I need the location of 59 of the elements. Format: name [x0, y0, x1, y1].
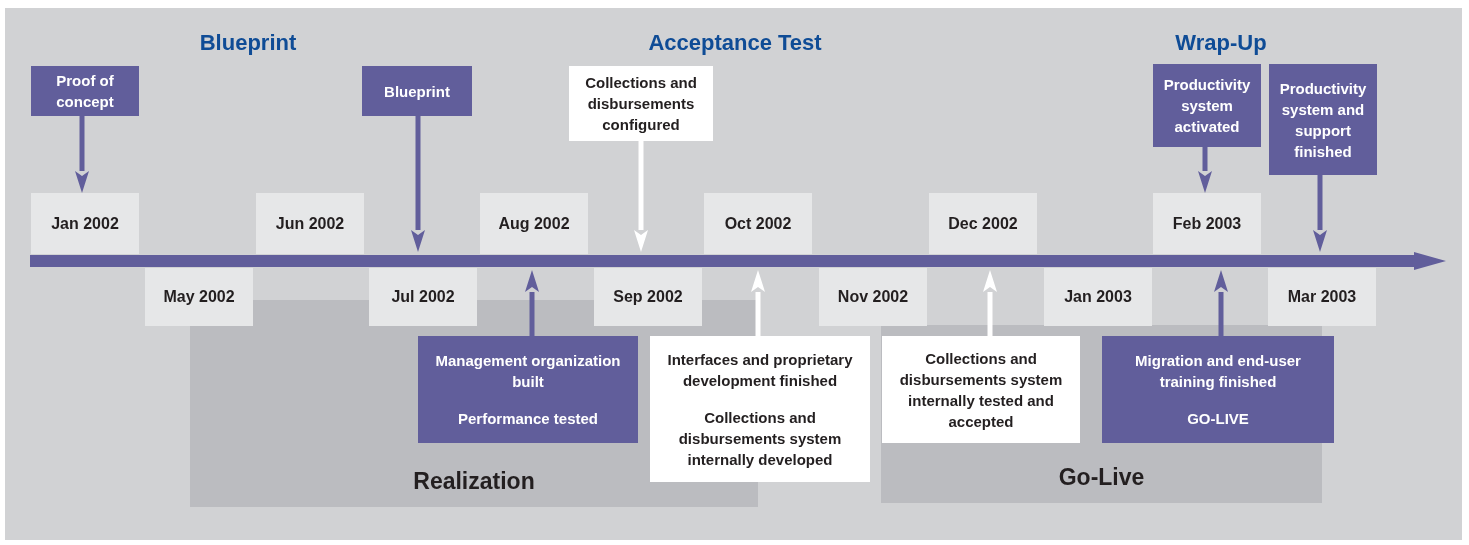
- phase-heading: Wrap-Up: [1174, 30, 1268, 56]
- milestone-text: Collections and disbursements system internally developed: [677, 407, 843, 470]
- milestone-text: Collections and disbursements configured: [584, 73, 698, 135]
- month-box: [480, 193, 588, 254]
- phase-heading: Acceptance Test: [647, 30, 823, 56]
- milestone-box: [1269, 64, 1377, 175]
- milestone-box: [882, 336, 1080, 443]
- month-label: Jul 2002: [391, 288, 455, 306]
- milestone-box: [650, 336, 870, 482]
- arrow: [75, 116, 89, 193]
- arrow: [751, 270, 765, 336]
- month-box: [1268, 268, 1376, 326]
- arrow: [411, 116, 425, 252]
- month-box: [929, 193, 1037, 254]
- milestone-text: Blueprint: [384, 81, 450, 102]
- milestone-text: Interfaces and proprietary development finished: [666, 349, 854, 391]
- arrow: [1313, 175, 1327, 252]
- milestone-box: [362, 66, 472, 116]
- month-box: [704, 193, 812, 254]
- arrow: [983, 270, 997, 336]
- month-box: [819, 268, 927, 326]
- milestone-box: [418, 336, 638, 443]
- milestone-text: Proof of concept: [55, 71, 115, 112]
- month-label: Jan 2003: [1064, 288, 1132, 306]
- month-label: Feb 2003: [1172, 214, 1242, 233]
- milestone-text: Management organization built: [434, 351, 622, 392]
- month-label: Dec 2002: [948, 214, 1018, 233]
- month-label: Sep 2002: [613, 288, 683, 306]
- phase-heading: Blueprint: [198, 30, 298, 56]
- month-box: [1153, 193, 1261, 254]
- month-box: [145, 268, 253, 326]
- milestone-box: [569, 66, 713, 141]
- milestone-text: Migration and end-user training finished: [1134, 351, 1302, 392]
- arrow: [1214, 270, 1228, 336]
- milestone-text: GO-LIVE: [1187, 409, 1249, 429]
- month-label: Jan 2002: [51, 214, 119, 233]
- month-box: [1044, 268, 1152, 326]
- milestone-text: Productivity system activated: [1162, 75, 1252, 137]
- month-box: [31, 193, 139, 254]
- arrow: [634, 141, 648, 252]
- month-label: Oct 2002: [724, 214, 792, 233]
- milestone-box: [1153, 64, 1261, 147]
- month-box: [256, 193, 364, 254]
- month-box: [594, 268, 702, 326]
- month-label: Nov 2002: [837, 288, 909, 306]
- milestone-box: [31, 66, 139, 116]
- arrow: [525, 270, 539, 336]
- timeline-arrow: [30, 252, 1446, 270]
- phase-name: Realization: [413, 468, 535, 495]
- phase-name: Go-Live: [1058, 464, 1145, 491]
- milestone-text: Collections and disbursements system internally tested and accepted: [898, 348, 1064, 432]
- month-label: Jun 2002: [275, 214, 345, 233]
- milestone-text: Productivity system and support finished: [1278, 78, 1368, 162]
- month-label: Mar 2003: [1287, 288, 1357, 306]
- milestone-text: Performance tested: [457, 409, 599, 429]
- month-label: May 2002: [163, 288, 235, 306]
- month-label: Aug 2002: [498, 214, 570, 233]
- arrow: [1198, 147, 1212, 193]
- month-box: [369, 268, 477, 326]
